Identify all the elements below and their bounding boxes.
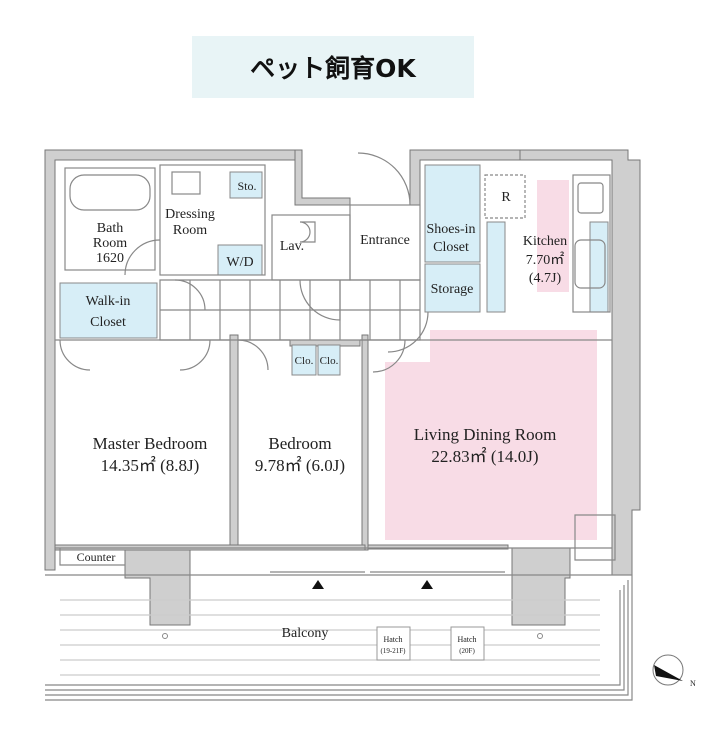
column-right <box>505 547 571 626</box>
walkin-label-1: Walk-in <box>86 294 131 309</box>
sto-label: Sto. <box>237 179 256 193</box>
counter-label: Counter <box>77 550 116 564</box>
clo-label-1: Clo. <box>295 355 314 367</box>
dressing-label-2: Room <box>173 223 207 238</box>
lav-label: Lav. <box>280 239 304 254</box>
entrance-label: Entrance <box>360 233 410 248</box>
balcony-label: Balcony <box>282 626 329 641</box>
ldr-label-1: Living Dining Room <box>414 425 557 444</box>
living-areas <box>385 180 597 540</box>
triangle-marker-icon <box>312 580 324 589</box>
hatch-2-floors: (20F) <box>459 647 475 655</box>
compass-label: N <box>690 679 696 688</box>
kitchen-label-3: (4.7J) <box>529 271 562 286</box>
shoes-label-1: Shoes-in <box>427 222 476 237</box>
drain-icon <box>537 633 543 639</box>
shoes-label-2: Closet <box>433 240 469 255</box>
bedroom-label-1: Bedroom <box>268 434 331 453</box>
interior-walls <box>45 152 633 701</box>
compass-icon: N <box>652 654 696 688</box>
storage-areas <box>59 164 609 376</box>
hatch-1: Hatch (19-21F) <box>376 626 411 661</box>
column-left <box>124 547 191 626</box>
ldr-label-2: 22.83㎡ (14.0J) <box>431 447 538 466</box>
hatch-2: Hatch (20F) <box>450 626 485 661</box>
banner-label: ペット飼育OK <box>250 54 416 83</box>
bath-label-2: Room <box>93 236 127 251</box>
fridge-label: R <box>501 190 511 205</box>
master-label-2: 14.35㎡ (8.8J) <box>101 456 200 475</box>
dressing-label-1: Dressing <box>165 207 215 222</box>
bedroom-label-2: 9.78㎡ (6.0J) <box>255 456 345 475</box>
kitchen-label-2: 7.70㎡ <box>526 252 565 268</box>
bath-label-3: 1620 <box>96 251 124 266</box>
hatch-1-label: Hatch <box>383 635 402 644</box>
triangle-marker-icon <box>421 580 433 589</box>
walkin-label-2: Closet <box>90 315 126 330</box>
bath-label-1: Bath <box>97 221 123 236</box>
hatch-1-floors: (19-21F) <box>381 647 407 655</box>
pet-ok-banner: ペット飼育OK <box>192 36 474 98</box>
kitchen-label-1: Kitchen <box>523 234 567 249</box>
clo-label-2: Clo. <box>320 355 339 367</box>
wd-label: W/D <box>226 255 253 270</box>
storage-label: Storage <box>431 282 474 297</box>
master-label-1: Master Bedroom <box>93 434 208 453</box>
hatch-2-label: Hatch <box>457 635 476 644</box>
drain-icon <box>162 633 168 639</box>
